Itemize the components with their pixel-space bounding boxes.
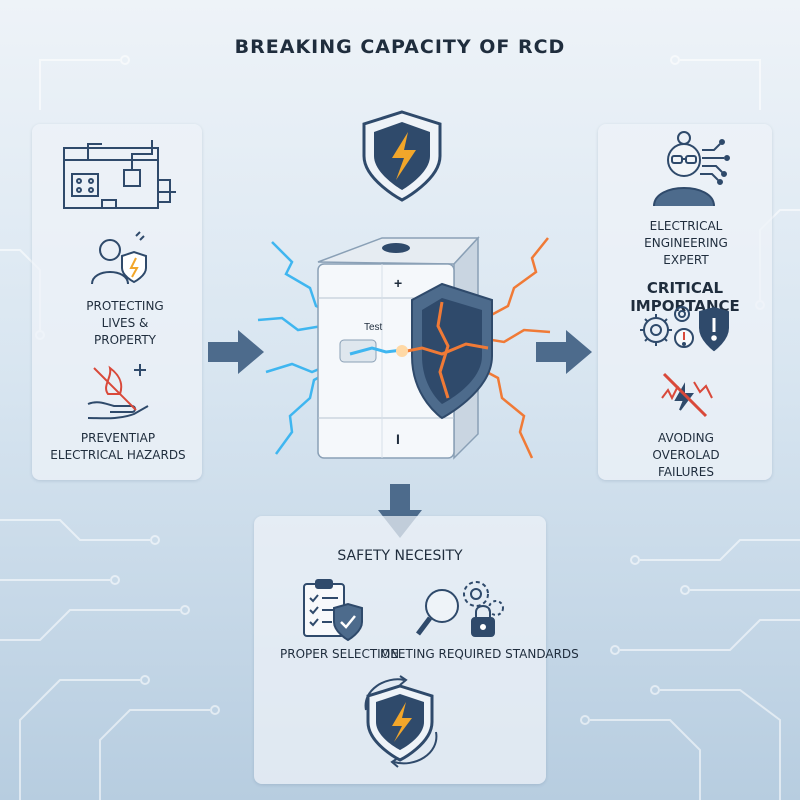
no-overload-icon	[661, 372, 713, 418]
no-fire-hazard-icon	[87, 364, 149, 420]
off-mark: I	[396, 431, 400, 447]
page-title: BREAKING CAPACITY OF RCD	[234, 36, 566, 58]
meeting-standards-label: MEETING REQUIRED STANDARDS	[380, 647, 579, 661]
protecting-label: PROTECTING LIVES & PROPERTY	[86, 299, 164, 347]
lightning-shield-icon	[362, 110, 442, 202]
rcd-device: Test + I	[257, 236, 551, 460]
person-shield-icon	[91, 231, 147, 285]
right-panel	[598, 124, 772, 480]
expert-label: ELECTRICAL ENGINEERING EXPERT	[644, 219, 728, 267]
safety-necessity-heading: SAFETY NECESITY	[337, 548, 463, 564]
preventing-label: PREVENTIAP ELECTRICAL HAZARDS	[50, 431, 186, 462]
building-wiring-icon	[63, 140, 176, 209]
checklist-shield-icon	[303, 579, 363, 642]
flow-arrow-down	[378, 484, 422, 538]
overload-label: AVODING OVEROLAD FAILURES	[652, 431, 720, 479]
magnifier-lock-icon	[416, 581, 504, 637]
cycle-shield-icon	[364, 675, 438, 768]
proper-selection-label: PROPER SELECTION	[280, 647, 400, 661]
test-button-label: Test	[364, 322, 383, 333]
on-mark: +	[394, 275, 402, 291]
engineer-avatar-icon	[653, 131, 730, 207]
gears-warning-shield-icon	[640, 306, 729, 352]
flow-arrow-left	[208, 330, 264, 374]
flow-arrow-right	[536, 330, 592, 374]
left-panel	[32, 124, 202, 480]
